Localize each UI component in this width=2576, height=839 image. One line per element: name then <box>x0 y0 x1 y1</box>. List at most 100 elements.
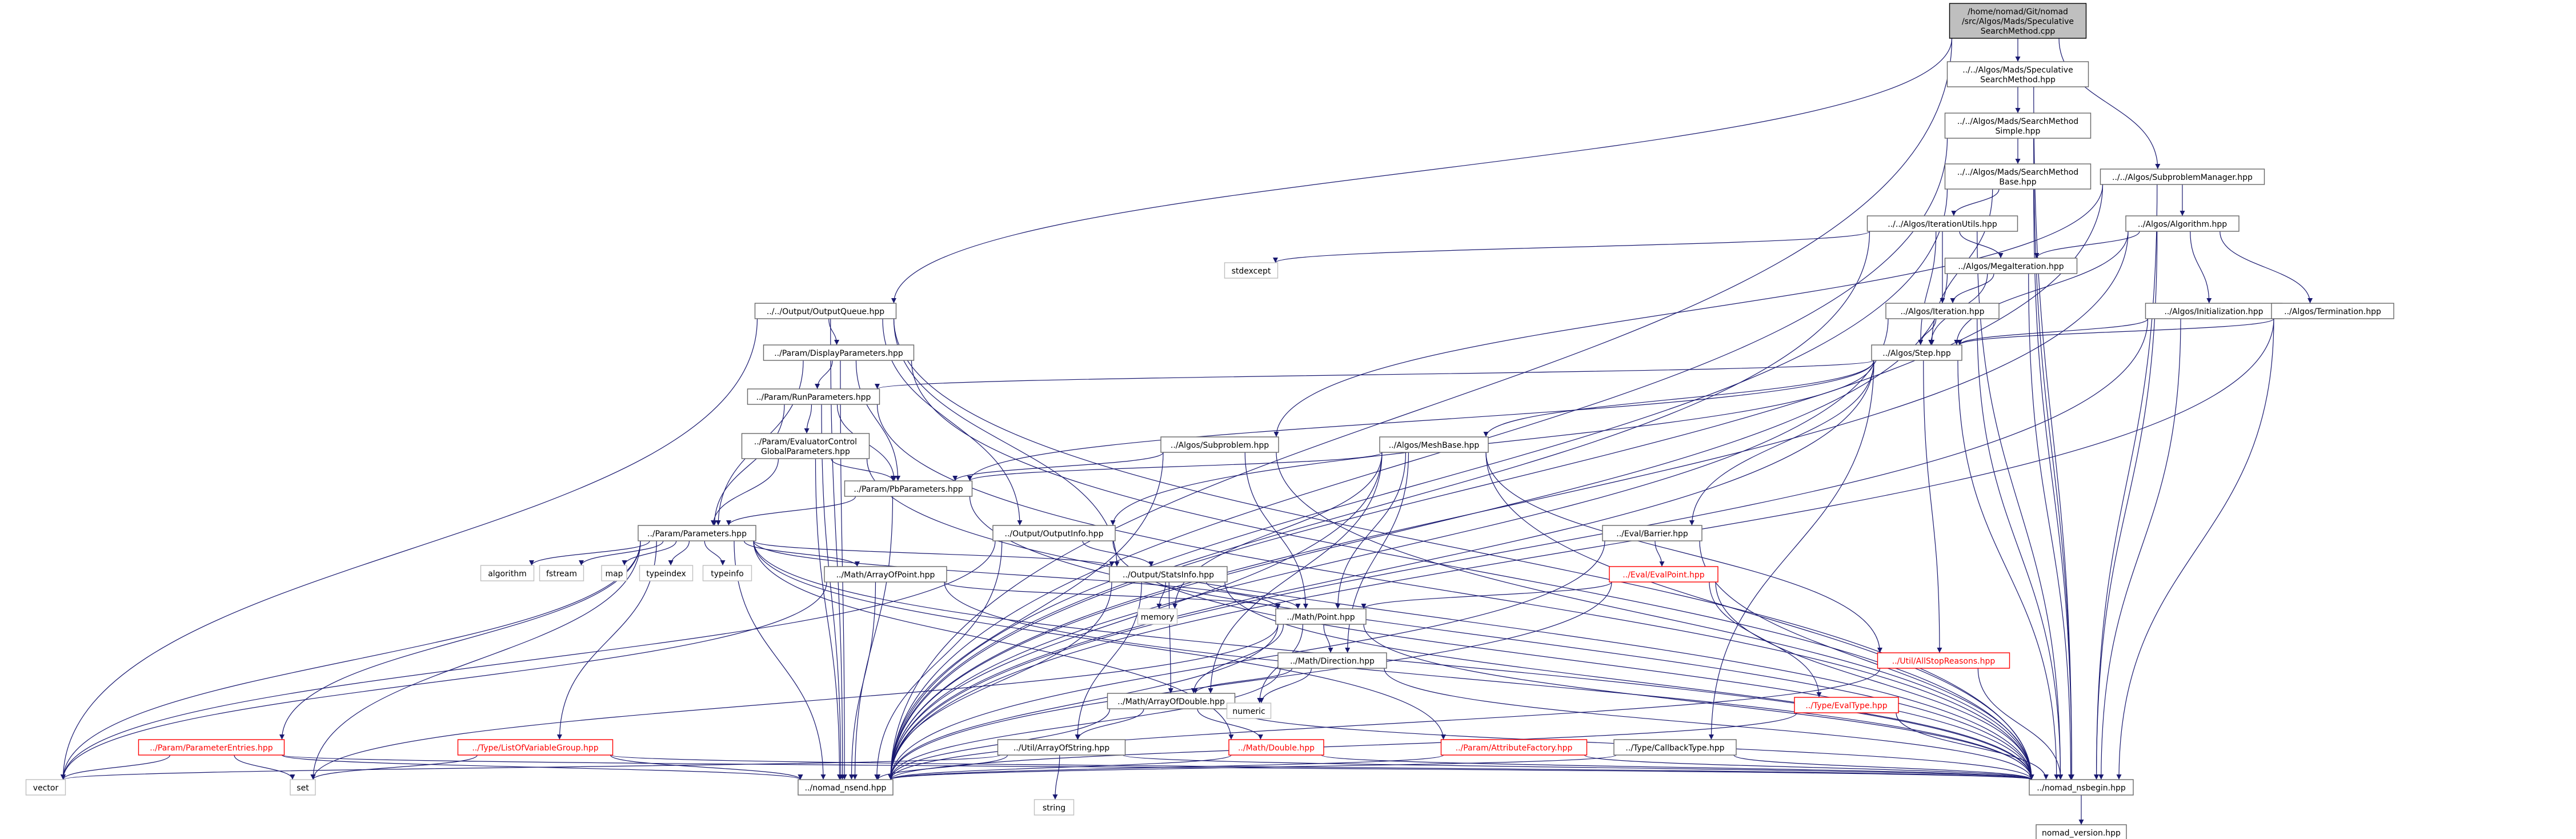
node-paramentries[interactable]: ../Param/ParameterEntries.hpp <box>138 739 285 756</box>
edge-line <box>1323 624 1333 653</box>
node-label: ../Math/Point.hpp <box>1287 613 1355 622</box>
edge-line <box>888 624 1279 780</box>
edge-line <box>952 452 1164 481</box>
node-spec-hpp[interactable]: ../../Algos/Mads/SpeculativeSearchMethod… <box>1946 61 2089 87</box>
node-box <box>1871 344 1962 361</box>
edge-parameters-to-arrpoint <box>743 540 860 567</box>
node-nsbegin[interactable]: ../nomad_nsbegin.hpp <box>2029 779 2134 796</box>
node-label: fstream <box>546 569 577 579</box>
edge-line <box>726 496 856 526</box>
edge-evalctrl-to-pbparams <box>831 458 896 481</box>
node-box <box>1440 739 1588 756</box>
edge-algorithm-hpp-to-step <box>1954 231 2129 346</box>
node-statsinfo[interactable]: ../Output/StatsInfo.hpp <box>1109 566 1228 583</box>
node-memory: memory <box>1137 608 1178 625</box>
edge-line <box>888 188 1948 780</box>
edge-outqueue-to-statsinfo <box>893 318 1120 567</box>
node-barrier[interactable]: ../Eval/Barrier.hpp <box>1602 525 1702 541</box>
edge-line <box>1110 360 1874 526</box>
node-box <box>1277 652 1387 669</box>
node-root[interactable]: /home/nomad/Git/nomad/src/Algos/Mads/Spe… <box>1949 3 2087 39</box>
node-arrpoint[interactable]: ../Math/ArrayOfPoint.hpp <box>824 566 947 583</box>
edge-step-to-runparams <box>875 360 1874 390</box>
node-label: ../Param/EvaluatorControl <box>754 437 857 447</box>
edge-allstop-to-nsbegin <box>1977 668 2064 780</box>
edge-direction-to-arrdouble <box>1192 668 1293 694</box>
node-box <box>1275 608 1367 625</box>
edge-line <box>2094 184 2158 780</box>
edge-line <box>888 754 1444 780</box>
node-box <box>754 303 897 319</box>
node-fstream: fstream <box>539 565 584 581</box>
edge-parameters-to-algorithm-std <box>529 540 650 566</box>
edge-line <box>1918 318 1937 346</box>
node-pbparams[interactable]: ../Param/PbParameters.hpp <box>844 480 973 497</box>
edge-line <box>1191 624 1284 694</box>
node-nsend[interactable]: ../nomad_nsend.hpp <box>798 779 894 796</box>
node-outinfo[interactable]: ../Output/OutputInfo.hpp <box>992 525 1116 541</box>
node-listofvar[interactable]: ../Type/ListOfVariableGroup.hpp <box>457 739 614 756</box>
edge-statsinfo-to-point <box>1206 581 1301 609</box>
edge-line <box>734 540 826 780</box>
edge-line <box>1918 231 1937 346</box>
edge-initialization-to-step <box>1957 318 2149 346</box>
node-evalctrl[interactable]: ../Param/EvaluatorControlGlobalParameter… <box>741 433 870 459</box>
node-callback[interactable]: ../Type/CallbackType.hpp <box>1613 739 1737 756</box>
node-mathdouble[interactable]: ../Math/Double.hpp <box>1228 739 1324 756</box>
edge-step-to-allstop <box>1923 360 1942 653</box>
edge-outqueue-to-vector <box>61 318 758 780</box>
node-iteration[interactable]: ../Algos/Iteration.hpp <box>1885 303 2000 319</box>
node-label: ../../Algos/Mads/SearchMethod <box>1957 168 2078 177</box>
edge-line <box>61 581 827 780</box>
node-meshbase[interactable]: ../Algos/MeshBase.hpp <box>1379 436 1489 453</box>
node-label: ../Eval/Barrier.hpp <box>1616 529 1688 539</box>
node-outqueue[interactable]: ../../Output/OutputQueue.hpp <box>754 303 897 319</box>
node-termination[interactable]: ../Algos/Termination.hpp <box>2271 303 2394 319</box>
edge-statsinfo-to-nsbegin <box>1224 581 2034 780</box>
edge-line <box>855 360 901 481</box>
edge-line <box>61 318 758 780</box>
node-megaiter[interactable]: ../Algos/MegaIteration.hpp <box>1944 258 2078 274</box>
node-allstop[interactable]: ../Util/AllStopReasons.hpp <box>1877 652 2010 669</box>
edge-evalctrl-to-parameters <box>711 458 779 526</box>
edge-listofvar-to-nsbegin <box>610 754 2034 780</box>
node-dispparams[interactable]: ../Param/DisplayParameters.hpp <box>763 344 915 361</box>
node-point[interactable]: ../Math/Point.hpp <box>1275 608 1367 625</box>
edge-runparams-to-evalctrl <box>804 404 812 434</box>
edge-line <box>1709 581 1822 698</box>
node-parameters[interactable]: ../Param/Parameters.hpp <box>638 525 756 541</box>
node-evaltype[interactable]: ../Type/EvalType.hpp <box>1794 697 1899 713</box>
edge-line <box>743 540 860 567</box>
node-label: ../Util/AllStopReasons.hpp <box>1892 657 1996 666</box>
node-arrstring[interactable]: ../Util/ArrayOfString.hpp <box>997 739 1126 756</box>
edge-line <box>1715 581 2034 780</box>
edge-megaiter-to-nsbegin <box>2028 273 2074 780</box>
edge-line <box>1654 540 1665 567</box>
node-subproblem[interactable]: ../Algos/Subproblem.hpp <box>1160 436 1279 453</box>
node-step[interactable]: ../Algos/Step.hpp <box>1871 344 1962 361</box>
node-arrdouble[interactable]: ../Math/ArrayOfDouble.hpp <box>1107 693 1236 709</box>
node-runparams[interactable]: ../Param/RunParameters.hpp <box>747 388 880 405</box>
node-algorithm-hpp[interactable]: ../Algos/Algorithm.hpp <box>2125 215 2240 232</box>
edge-line <box>893 318 1120 567</box>
edge-meshbase-to-allstop <box>1485 452 1882 653</box>
node-version[interactable]: nomad_version.hpp <box>2036 824 2127 839</box>
node-initialization[interactable]: ../Algos/Initialization.hpp <box>2145 303 2283 319</box>
edge-line <box>2190 231 2212 304</box>
edge-line <box>888 712 1797 780</box>
edge-line <box>888 231 1870 780</box>
node-iterutils[interactable]: ../../Algos/IterationUtils.hpp <box>1866 215 2018 232</box>
node-attrfactory[interactable]: ../Param/AttributeFactory.hpp <box>1440 739 1588 756</box>
edge-attrfactory-to-nsend <box>888 754 1444 780</box>
node-label: SearchMethod.cpp <box>1981 27 2056 36</box>
node-subprobmgr[interactable]: ../../Algos/SubproblemManager.hpp <box>2100 168 2265 185</box>
edge-statsinfo-to-memory <box>1156 581 1166 609</box>
node-box <box>1609 566 1718 583</box>
edge-point-to-nsbegin <box>1363 624 2034 780</box>
node-direction[interactable]: ../Math/Direction.hpp <box>1277 652 1387 669</box>
node-evalpoint[interactable]: ../Eval/EvalPoint.hpp <box>1609 566 1718 583</box>
node-box <box>1613 739 1737 756</box>
edge-runparams-to-nsbegin <box>876 404 2034 780</box>
